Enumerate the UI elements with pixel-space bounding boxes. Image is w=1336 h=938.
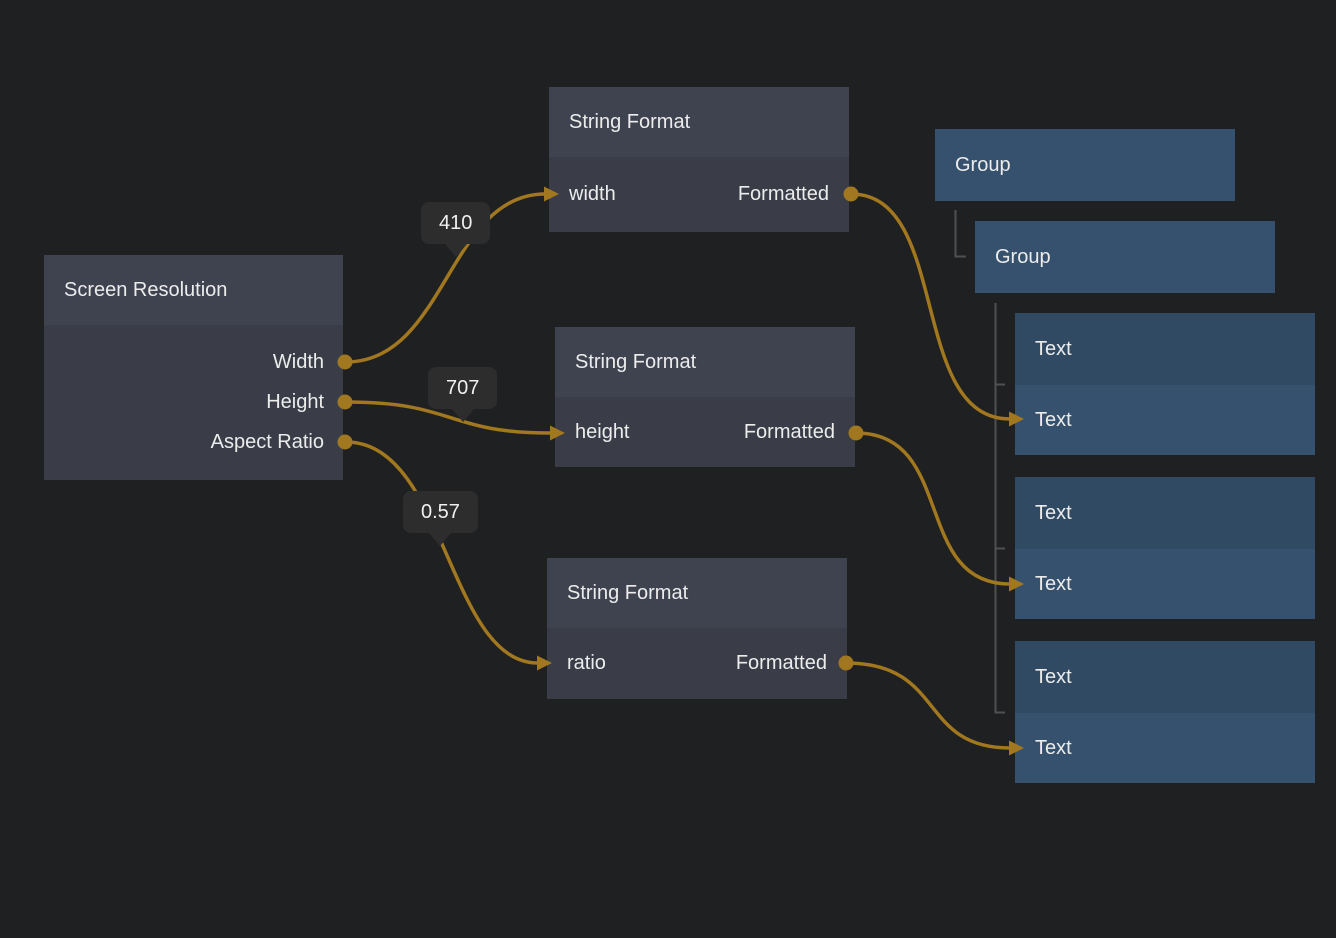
output-label-height: Height [266,391,324,413]
node-text-width-body: Text [1015,385,1315,455]
node-screen-resolution[interactable]: Screen Resolution Width Height Aspect Ra… [44,255,343,480]
node-string-format-ratio[interactable]: String Format ratio Formatted [547,558,847,699]
output-label-formatted: Formatted [743,420,835,443]
tree-connector-group-outer-inner [954,210,966,258]
tree-connector-group-inner-texts [994,303,1005,714]
output-label-width: Width [272,351,324,373]
node-string-format-ratio-title: String Format [547,558,847,628]
wire-value-badge-height: 707 [428,367,498,409]
wire-aspect-ratio [344,440,540,665]
wire-value-badge-width: 410 [421,202,491,244]
node-text-ratio[interactable]: Text Text [1015,641,1315,783]
node-text-height[interactable]: Text Text [1015,477,1315,619]
input-label-text: Text [1035,408,1072,431]
port-width-output[interactable] [337,354,353,370]
node-string-format-height[interactable]: String Format height Formatted [555,327,855,467]
node-group-outer-title: Group [955,153,1011,176]
node-group-outer[interactable]: Group [935,129,1235,201]
node-screen-resolution-body: Width Height Aspect Ratio [44,325,343,480]
output-label-formatted: Formatted [737,183,829,205]
wire-value-badge-ratio: 0.57 [403,491,478,533]
input-label-width: width [569,183,616,205]
port-formatted-ratio-output[interactable] [838,655,854,671]
input-label-text: Text [1035,572,1072,595]
output-label-aspect-ratio: Aspect Ratio [210,431,324,453]
node-string-format-height-body: height Formatted [555,397,855,467]
wire-formatted-height [854,431,1012,586]
port-formatted-width-output[interactable] [843,186,859,202]
wire-formatted-ratio [844,661,1012,750]
input-label-ratio: ratio [567,652,606,674]
node-text-ratio-body: Text [1015,713,1315,783]
node-text-height-title: Text [1015,477,1315,549]
node-text-width[interactable]: Text Text [1015,313,1315,455]
node-text-ratio-title: Text [1015,641,1315,713]
node-group-inner-title: Group [995,245,1051,268]
node-string-format-width[interactable]: String Format width Formatted [549,87,849,232]
node-string-format-width-title: String Format [549,87,849,157]
node-group-inner[interactable]: Group [975,221,1275,293]
node-string-format-ratio-body: ratio Formatted [547,628,847,699]
port-aspect-ratio-output[interactable] [337,434,353,450]
node-text-height-body: Text [1015,549,1315,619]
node-string-format-height-title: String Format [555,327,855,397]
node-screen-resolution-title: Screen Resolution [44,255,343,325]
port-height-output[interactable] [337,394,353,410]
input-label-text: Text [1035,736,1072,759]
node-text-width-title: Text [1015,313,1315,385]
input-label-height: height [575,420,630,443]
node-string-format-width-body: width Formatted [549,157,849,232]
output-label-formatted: Formatted [735,652,827,674]
port-formatted-height-output[interactable] [848,425,864,441]
